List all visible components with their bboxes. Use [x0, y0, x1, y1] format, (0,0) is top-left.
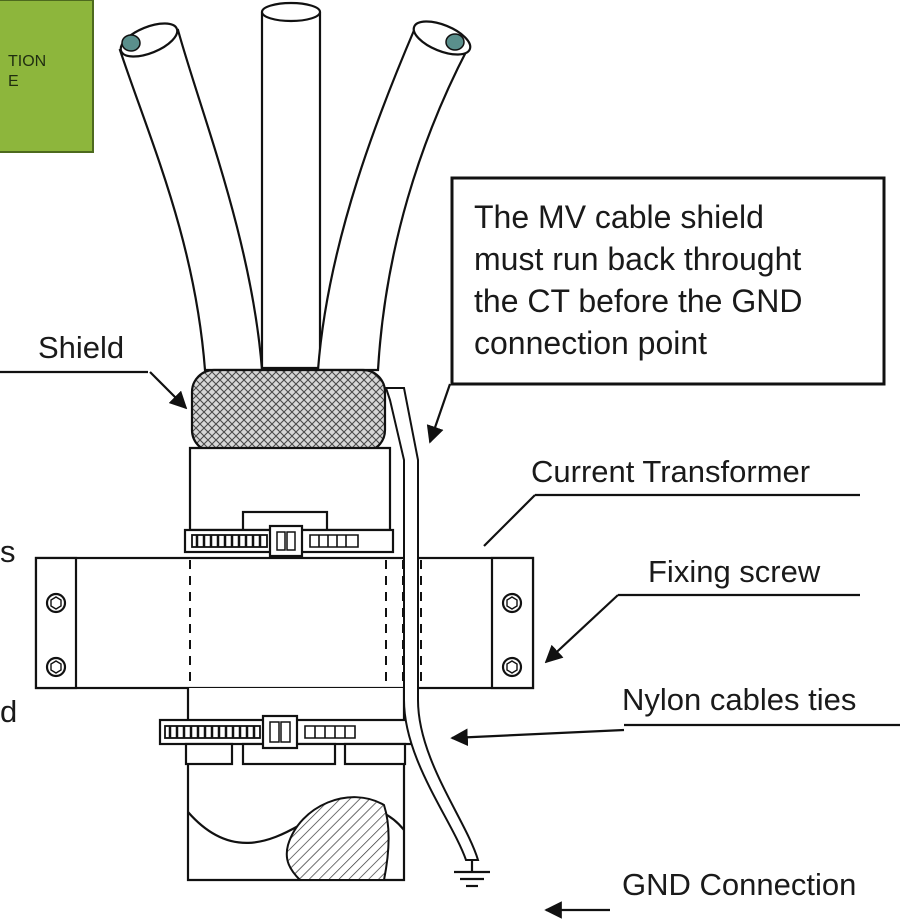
current-transformer: [34, 556, 535, 690]
screw-icon: [45, 592, 67, 614]
bottom-cable-tie: [158, 714, 420, 766]
fixing-screw-arrow: [544, 594, 619, 664]
cropped-letter-d: d: [0, 694, 17, 729]
badge-line-2: E: [8, 73, 19, 90]
right-conductor: [316, 20, 472, 372]
current-transformer-label: Current Transformer: [531, 454, 810, 489]
note-line-3: the CT before the GND: [474, 283, 802, 319]
cable-cross-section: [285, 796, 390, 881]
gnd-connection-label: GND Connection: [622, 867, 856, 902]
fixing-screw-label: Fixing screw: [648, 554, 821, 589]
shield-arrow: [149, 371, 188, 410]
screw-icon: [501, 592, 523, 614]
left-conductor: [118, 22, 264, 372]
note-line-2: must run back throught: [474, 241, 801, 277]
nylon-ties-arrow: [450, 728, 625, 747]
badge-line-1: TION: [8, 53, 46, 70]
note-line-1: The MV cable shield: [474, 199, 764, 235]
braided-shield: [190, 368, 387, 454]
center-conductor: [260, 1, 322, 370]
ct-pointer: [483, 494, 536, 547]
screw-icon: [45, 656, 67, 678]
note-arrow: [426, 383, 452, 444]
nylon-ties-label: Nylon cables ties: [622, 682, 856, 717]
top-cable-tie: [183, 510, 395, 558]
ground-icon: [454, 860, 490, 888]
shield-label: Shield: [38, 330, 124, 365]
green-badge: TION E: [0, 0, 94, 153]
note-line-4: connection point: [474, 325, 707, 361]
cropped-letter-s: s: [0, 534, 16, 569]
note-box: The MV cable shield must run back throug…: [450, 176, 886, 386]
screw-icon: [501, 656, 523, 678]
